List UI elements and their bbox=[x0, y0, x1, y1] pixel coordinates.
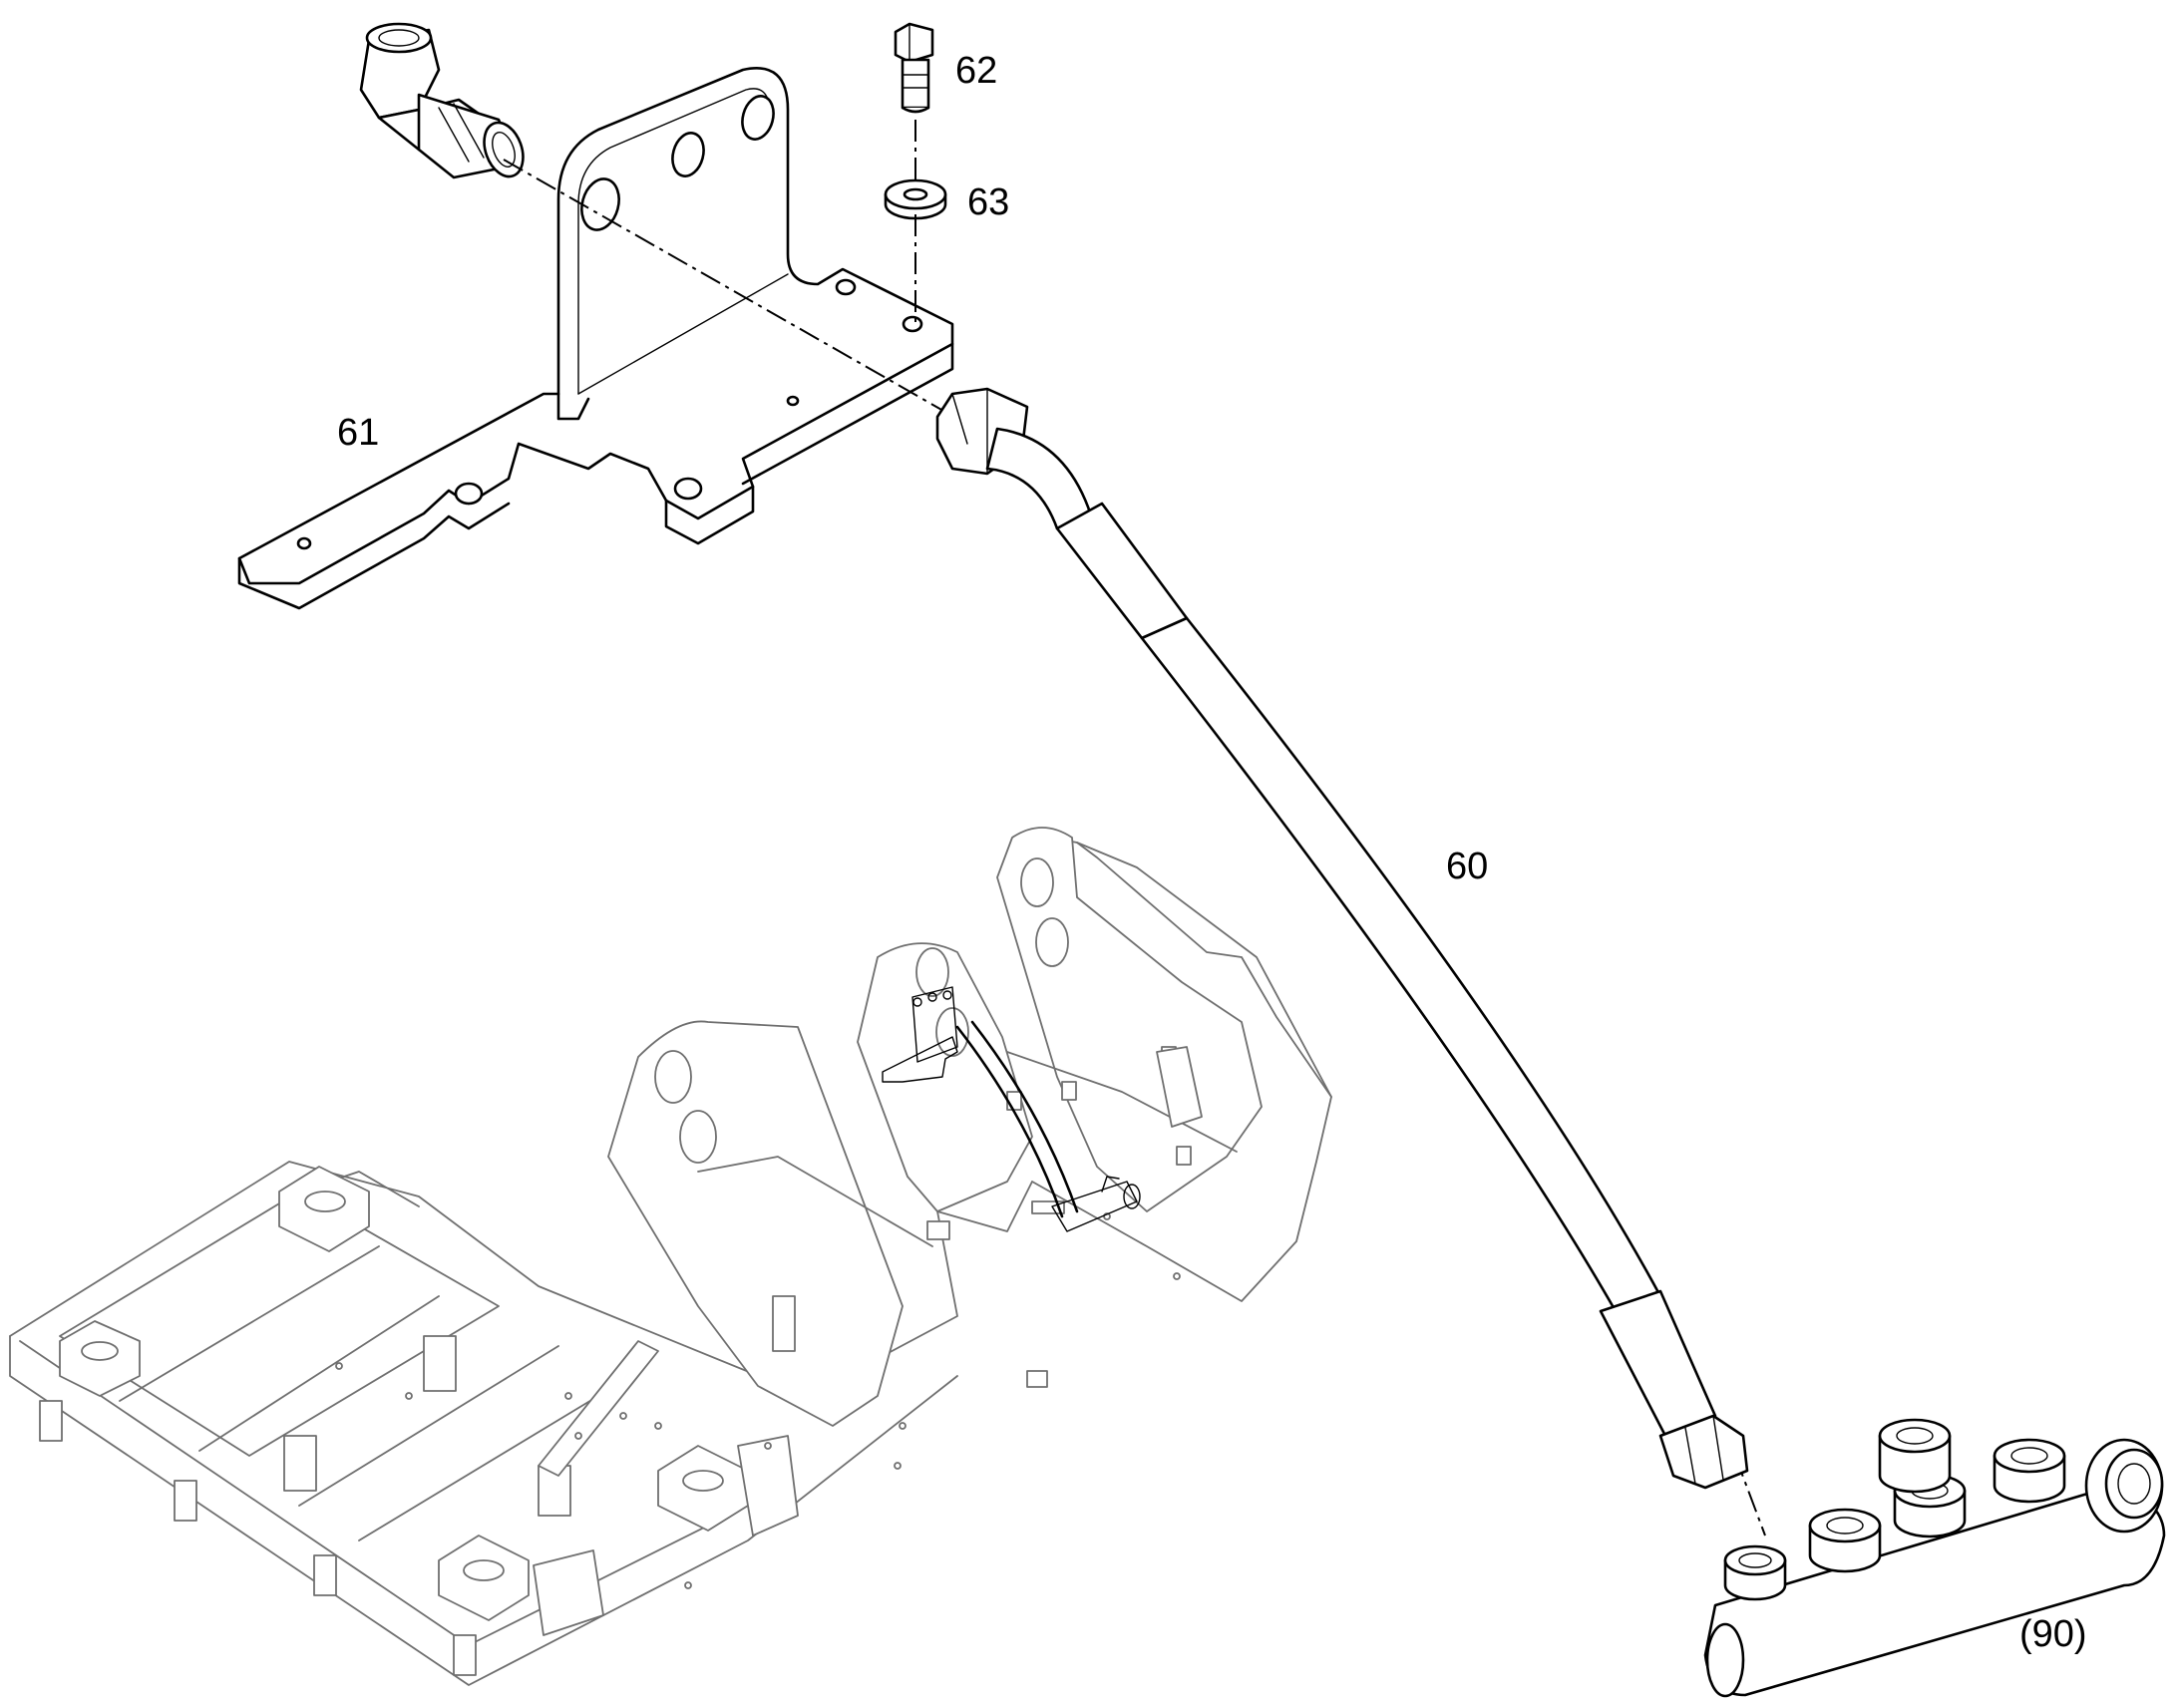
machine-frame bbox=[9, 827, 1332, 1686]
hex-screw bbox=[894, 22, 934, 114]
hydraulic-hose bbox=[935, 387, 1749, 1490]
callout-screw: 62 bbox=[955, 50, 998, 92]
mounting-bracket bbox=[237, 67, 954, 610]
elbow-fitting bbox=[359, 22, 525, 179]
manifold-block bbox=[1703, 1418, 2166, 1698]
callout-hose: 60 bbox=[1446, 846, 1489, 887]
callout-manifold: (90) bbox=[2019, 1613, 2087, 1655]
callout-bracket: 61 bbox=[337, 412, 380, 454]
callout-washer: 63 bbox=[967, 181, 1010, 223]
washer bbox=[884, 178, 947, 220]
installed-hose-assembly bbox=[882, 986, 1141, 1232]
